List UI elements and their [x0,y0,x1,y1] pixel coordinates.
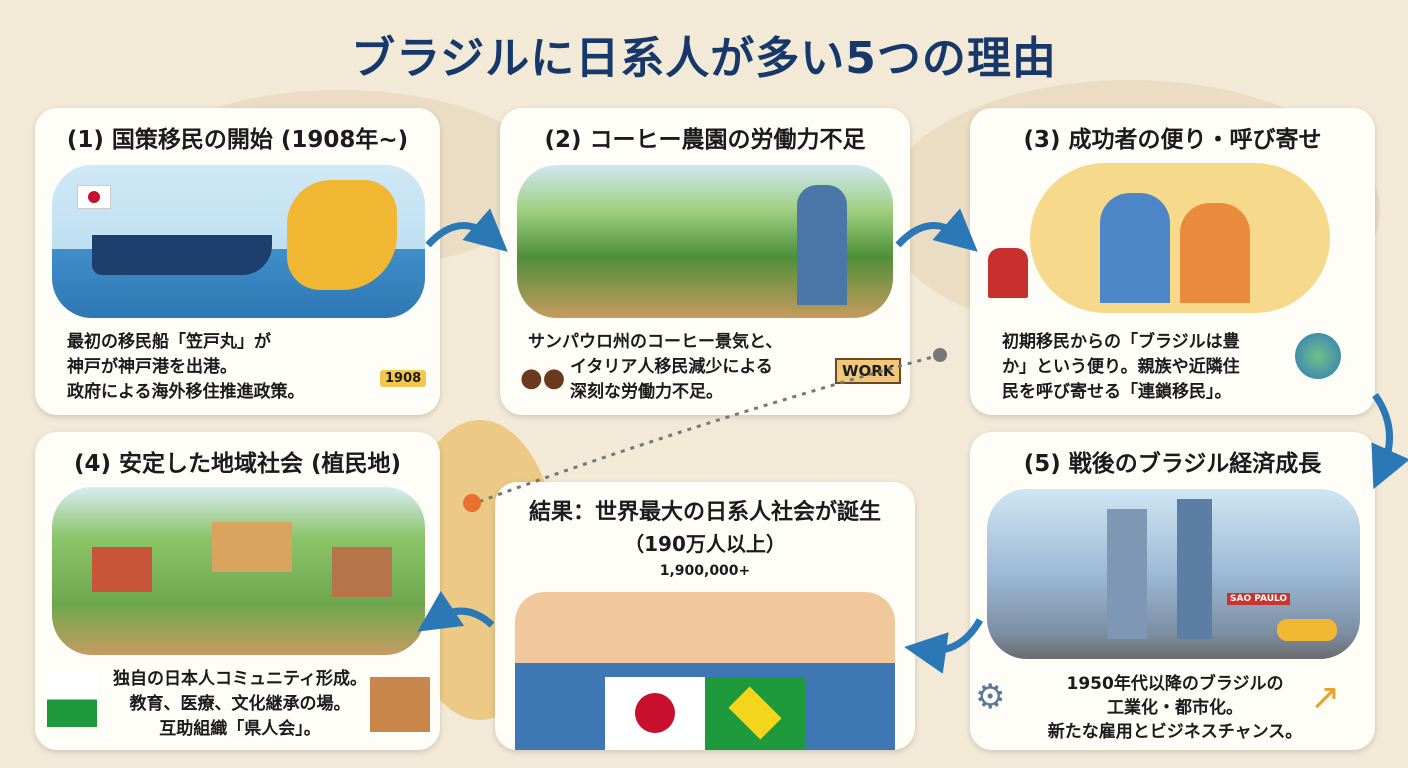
card-reason-4: (4) 安定した地域社会 (植民地) 独自の日本人コミュニティ形成。 教育、医療… [35,432,440,750]
mailbox-icon [988,248,1028,298]
card-heading: (4) 安定した地域社会 (植民地) [73,451,402,477]
card-reason-3: (3) 成功者の便り・呼び寄せ 初期移民からの「ブラジルは豊 か」という便り。親… [970,108,1375,415]
house-icon [332,547,392,597]
card-reason-1: (1) 国策移民の開始 (1908年~) 最初の移民船「笠戸丸」が 神戸が神戸港… [35,108,440,415]
ship-scene [52,165,425,318]
card-reason-5: (5) 戦後のブラジル経済成長 SAO PAULO 1950年代以降のブラジルの… [970,432,1375,750]
card-heading: (1) 国策移民の開始 (1908年~) [66,127,409,153]
coffee-farm-scene [517,165,893,318]
result-subtitle: （190万人以上） [624,532,786,556]
desc-line: 民を呼び寄せる「連鎖移民」。 [1002,382,1232,402]
desc-line: 教育、医療、文化継承の場。 [129,694,351,714]
farmer-icon [797,185,847,305]
page-title: ブラジルに日系人が多い5つの理由 [351,33,1057,84]
letter-family-scene [1030,163,1330,313]
japan-brazil-flags-icon [47,672,97,727]
work-sign: WORK [835,358,902,384]
arrow-2-to-3 [895,208,978,252]
desc-line: 1950年代以降のブラジルの [1066,674,1284,694]
location-pin-icon [463,494,481,512]
man-icon [1100,193,1170,303]
result-card: 結果：世界最大の日系人社会が誕生 （190万人以上） 1,900,000+ [495,482,915,750]
brazil-flag [705,677,805,750]
japan-flag [605,677,705,750]
skyscraper-icon [1177,499,1212,639]
woman-icon [1180,203,1250,303]
coffee-beans-icon: ●● [520,363,566,393]
desc-line: 独自の日本人コミュニティ形成。 [113,669,367,689]
card-reason-2: (2) コーヒー農園の労働力不足 サンパウロ州のコーヒー景気と、 イタリア人移民… [500,108,910,415]
arrow-3-to-5 [1371,392,1408,490]
japan-flag-icon [77,185,111,209]
arrow-5-to-result [904,618,984,674]
desc-line: 工業化・都市化。 [1107,698,1243,718]
arrow-result-to-4 [417,590,495,632]
result-heading: 結果：世界最大の日系人社会が誕生 [528,500,881,525]
year-banner: 1908 [380,370,427,387]
desc-line: か」という便り。親族や近隣住 [1002,357,1240,377]
skyscraper-icon [1107,509,1147,639]
school-icon [212,522,292,572]
desc-line: 新たな雇用とビジネスチャンス。 [1047,722,1303,742]
growth-chart-icon: ↗ [1310,677,1341,718]
house-icon [92,547,152,592]
desc-line: 神戸が神戸港を出港。 [67,357,237,377]
result-number: 1,900,000+ [659,563,751,579]
sao-paulo-sign: SAO PAULO [1227,593,1291,605]
city-scene: SAO PAULO [987,489,1360,659]
settlement-scene [52,487,425,655]
card-heading: (3) 成功者の便り・呼び寄せ [1023,127,1322,153]
desc-line: 政府による海外移住推進政策。 [67,382,305,402]
globe-handshake-icon [1295,333,1341,379]
desc-line: 初期移民からの「ブラジルは豊 [1002,332,1240,352]
arrow-1-to-2 [425,208,508,252]
school-building-icon [370,677,430,732]
brazil-map-icon [287,180,397,290]
gears-icon: ⚙ [975,677,1006,717]
desc-line: 最初の移民船「笠戸丸」が [67,332,271,352]
dotted-route [469,353,941,507]
desc-line: イタリア人移民減少による [570,357,773,377]
desc-line: サンパウロ州のコーヒー景気と、 [528,332,783,352]
ship-icon [92,235,272,275]
card-heading: (5) 戦後のブラジル経済成長 [1023,451,1322,477]
desc-line: 互助組織「県人会」。 [159,719,321,739]
car-icon [1277,619,1337,641]
desc-line: 深刻な労働力不足。 [570,382,723,402]
card-heading: (2) コーヒー農園の労働力不足 [544,127,866,153]
